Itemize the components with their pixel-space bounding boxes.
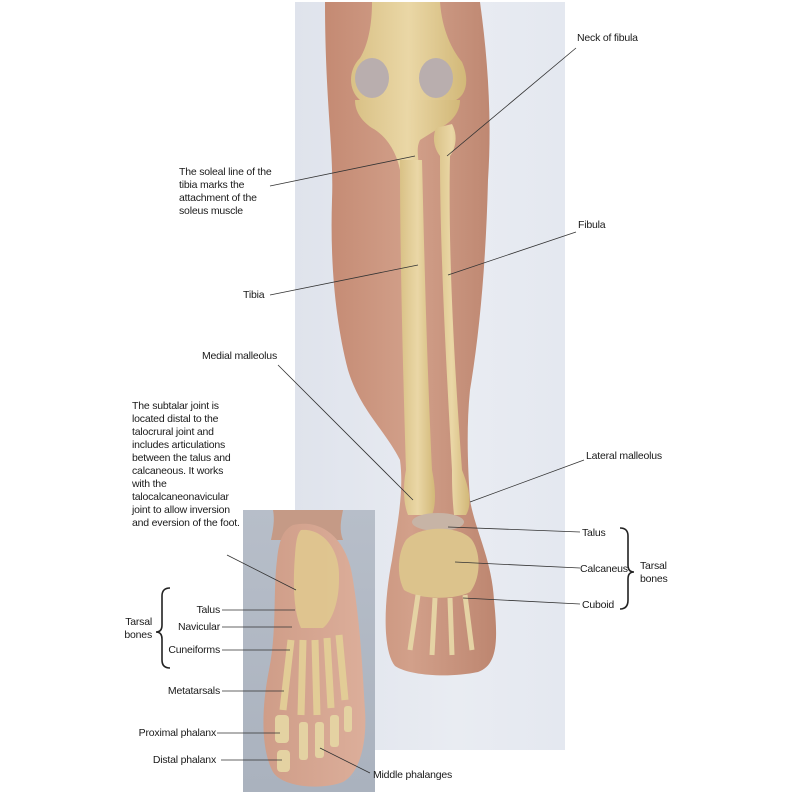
medial-condyle [355,58,389,98]
lateral-condyle [419,58,453,98]
label-fibula: Fibula [578,219,606,231]
label-middle-phalanges: Middle phalanges [373,769,453,781]
plantar-metatarsals [279,634,349,716]
label-proximal-phalanx: Proximal phalanx [138,727,217,739]
label-tarsal-bones-right: Tarsal bones [640,560,668,585]
label-talus-right: Talus [582,527,606,539]
plantar-calcaneus [293,529,340,628]
label-metatarsals: Metatarsals [167,685,220,697]
label-tibia: Tibia [243,289,265,301]
tibia-head [355,100,460,170]
label-distal-phalanx: Distal phalanx [152,754,216,766]
plantar-phalanges [275,706,352,772]
label-cuneiforms: Cuneiforms [168,644,220,656]
calcaneus [398,528,479,598]
label-cuboid: Cuboid [582,599,615,611]
label-neck-of-fibula: Neck of fibula [577,32,638,44]
label-talus-left: Talus [196,604,220,616]
label-medial-malleolus: Medial malleolus [202,350,278,362]
label-navicular: Navicular [178,621,220,633]
foot-illustration [263,510,366,787]
talus-cartilage [412,513,464,531]
label-subtalar-note: The subtalar joint is located distal to … [132,400,240,529]
label-tarsal-bones-left: Tarsal bones [124,616,152,641]
label-soleal-line: The soleal line of the tibia marks the a… [179,166,272,217]
label-calcaneus: Calcaneus [580,563,628,575]
plantar-foot-panel [243,510,375,792]
fibula [433,124,470,515]
label-lateral-malleolus: Lateral malleolus [586,450,662,462]
